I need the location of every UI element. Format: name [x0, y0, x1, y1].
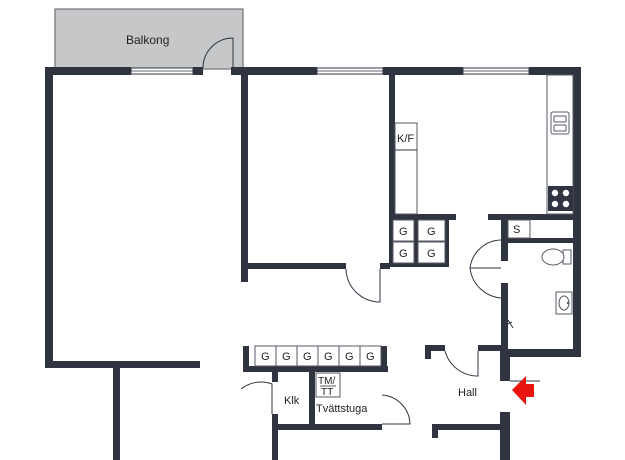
hall-label: Hall — [458, 387, 477, 399]
balcony-label: Balkong — [126, 33, 169, 47]
laundry-label: Tvättstuga — [316, 403, 368, 415]
wardrobe-label: G — [345, 351, 354, 363]
door-swing-icon — [469, 267, 502, 299]
fridge-freezer — [394, 122, 418, 215]
balcony: Balkong — [54, 8, 244, 70]
wardrobe-label: G — [282, 351, 291, 363]
outer-walls — [45, 67, 581, 460]
wardrobe-label: G — [427, 226, 436, 238]
door-swing-icon — [469, 239, 502, 269]
bathroom — [505, 248, 573, 329]
storage-label: S — [513, 224, 520, 236]
storage: S — [507, 219, 531, 239]
entrance-arrow-icon — [512, 376, 534, 405]
kitchen: K/F — [394, 74, 574, 215]
stove-icon — [548, 186, 573, 211]
wardrobe-label: G — [324, 351, 333, 363]
wardrobe-label: G — [261, 351, 270, 363]
laundry-appliances: TM/ TT — [315, 372, 341, 398]
interior-walls — [241, 67, 578, 460]
laundry-appliances-bottom-label: TT — [321, 387, 333, 398]
door-swing-icon — [444, 350, 479, 377]
door-swing-icon — [240, 381, 273, 414]
door-swing-icon — [381, 394, 411, 425]
wardrobe-label: G — [303, 351, 312, 363]
wardrobes-lower: G G G G G G — [254, 345, 382, 367]
closet-label: Klk — [284, 395, 300, 407]
toilet-icon — [541, 248, 572, 266]
laundry-appliances-top-label: TM/ — [318, 376, 335, 387]
wardrobe-label: G — [399, 226, 408, 238]
windows — [130, 67, 530, 75]
fridge-freezer-label: K/F — [397, 133, 414, 145]
wardrobe-label: G — [399, 248, 408, 260]
wardrobe-label: G — [366, 351, 375, 363]
wardrobe-label: G — [427, 248, 436, 260]
wardrobes-upper: G G G G — [392, 219, 446, 264]
door-swing-icon — [345, 268, 381, 303]
washbasin-icon — [555, 291, 573, 315]
